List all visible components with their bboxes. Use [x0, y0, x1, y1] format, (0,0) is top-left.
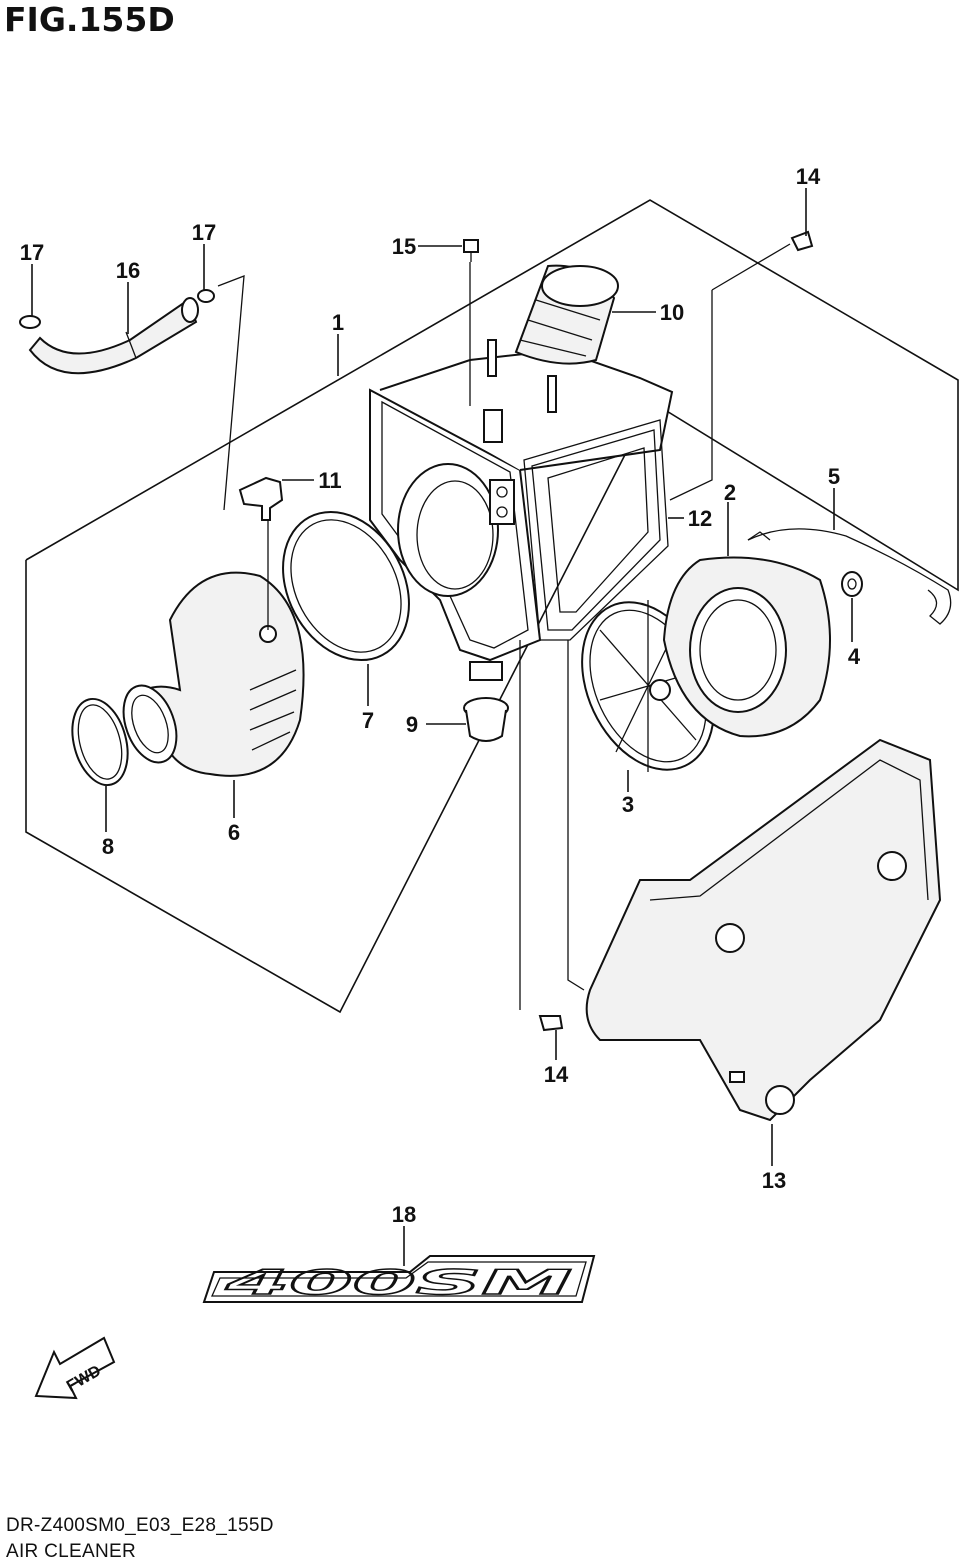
part-13-side-cover [585, 738, 942, 1122]
callout-17-right: 17 [192, 220, 216, 245]
part-10-intake-boot [514, 264, 619, 365]
part-14-bolt-top [790, 230, 814, 252]
callout-12: 12 [688, 506, 712, 531]
part-2-filter-element [662, 556, 831, 738]
callout-5: 5 [828, 464, 840, 489]
callout-11: 11 [318, 468, 341, 493]
callout-3: 3 [622, 792, 634, 817]
part-16-hose [28, 297, 199, 375]
part-12-seal [523, 419, 669, 641]
part-5-wire-clip [747, 528, 952, 625]
callout-13: 13 [762, 1168, 786, 1193]
part-11-elbow [238, 476, 284, 521]
part-7-gasket [282, 510, 410, 662]
leader-lines [31, 188, 853, 1266]
callout-10: 10 [660, 300, 684, 325]
part-15-bolt [463, 239, 479, 262]
footer-code: DR-Z400SM0_E03_E28_155D [6, 1515, 274, 1536]
part-9-grommet [463, 697, 509, 742]
part-8-clamp [71, 697, 129, 787]
callout-8: 8 [102, 834, 114, 859]
callout-14-top: 14 [796, 164, 821, 189]
callout-16: 16 [116, 258, 140, 283]
callout-6: 6 [228, 820, 240, 845]
callout-7: 7 [362, 708, 374, 733]
part-18-decal: 400SM [202, 1255, 596, 1304]
part-6-intake-duct [122, 571, 305, 777]
footer-name: AIR CLEANER [6, 1541, 137, 1562]
decal-text: 400SM [223, 1263, 572, 1303]
part-17-clip-left [19, 315, 41, 329]
callout-1: 1 [332, 310, 344, 335]
part-17-clip-right [197, 289, 215, 303]
callout-2: 2 [724, 480, 736, 505]
part-14-bolt-bottom [538, 1015, 564, 1032]
callout-18: 18 [392, 1202, 416, 1227]
callout-9: 9 [406, 712, 418, 737]
figure-title: FIG.155D [4, 0, 175, 39]
part-4-washer [841, 571, 863, 597]
callout-14-bottom: 14 [544, 1062, 569, 1087]
assembly-frame [25, 199, 959, 1014]
fwd-arrow-icon: FWD [34, 1336, 116, 1400]
callout-4: 4 [848, 644, 861, 669]
callout-15: 15 [392, 234, 416, 259]
callout-17-left: 17 [20, 240, 44, 265]
